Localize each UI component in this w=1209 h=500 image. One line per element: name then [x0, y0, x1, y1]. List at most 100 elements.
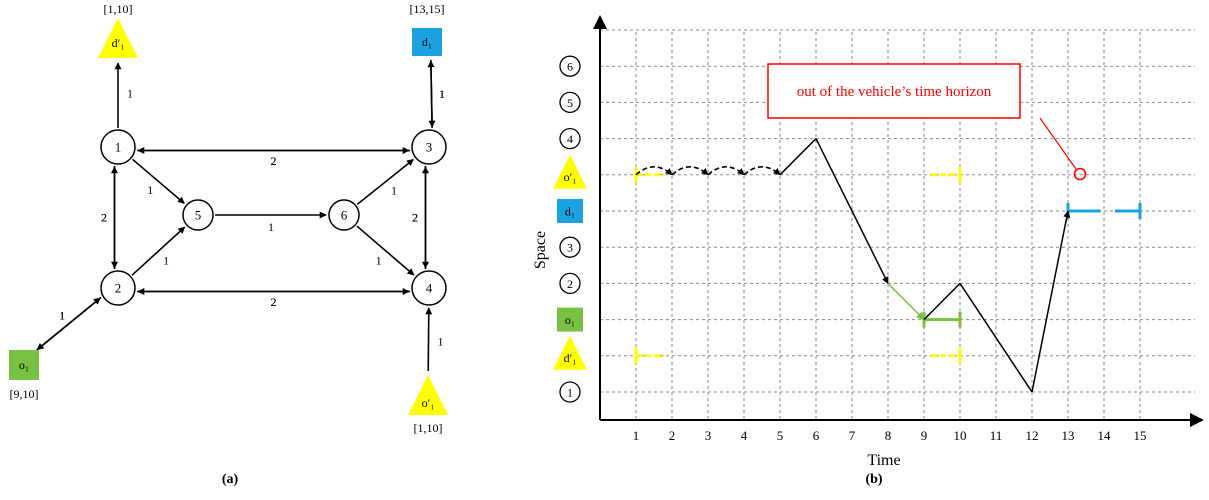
y-tick: o₁ — [557, 307, 583, 332]
o1-node: o₁ [9,10] — [9, 350, 39, 401]
edge-3-d1 — [427, 60, 435, 128]
x-tick: 10 — [954, 428, 967, 443]
out-of-horizon-marker — [1073, 167, 1087, 181]
edge-weight: 1 — [163, 253, 169, 267]
x-tick: 11 — [990, 428, 1003, 443]
caption-b: (b) — [865, 472, 882, 487]
path-segment — [923, 282, 961, 321]
edge-2-5 — [131, 226, 186, 276]
svg-text:o′₁: o′₁ — [422, 396, 435, 410]
y-tick: d₁ — [557, 199, 583, 223]
svg-text:3: 3 — [426, 140, 433, 155]
y-tick: 4 — [559, 127, 581, 150]
svg-text:o₁: o₁ — [565, 313, 575, 327]
edge-weight: 1 — [376, 254, 382, 268]
x-tick: 14 — [1098, 428, 1112, 443]
annotation-text: out of the vehicle’s time horizon — [797, 84, 992, 100]
wait-arc — [743, 166, 781, 176]
y-axis-label: Space — [532, 231, 549, 269]
node-6: 6 — [328, 199, 360, 231]
svg-text:d′₁: d′₁ — [564, 351, 577, 365]
o1-window: [9,10] — [10, 387, 39, 401]
path-segment — [959, 282, 1033, 393]
edge-weight: 1 — [59, 309, 65, 323]
edge-weight: 1 — [147, 183, 153, 197]
x-tick: 5 — [777, 428, 784, 443]
svg-text:6: 6 — [567, 60, 573, 74]
vehicle-path — [635, 138, 1071, 393]
edge-weight: 1 — [268, 220, 274, 234]
edge-weight: 2 — [412, 211, 418, 225]
x-tick: 8 — [885, 428, 892, 443]
node-1: 1 — [100, 129, 136, 165]
svg-text:d₁: d₁ — [422, 35, 432, 49]
x-tick: 3 — [705, 428, 712, 443]
y-tick: 6 — [559, 55, 581, 77]
dprime-window: [1,10] — [104, 2, 133, 16]
path-segment — [887, 282, 925, 321]
edge-weight: 2 — [271, 295, 277, 309]
y-tick: 1 — [559, 381, 581, 403]
svg-text:6: 6 — [341, 208, 348, 223]
edge-weight: 1 — [439, 87, 445, 101]
edge-weight: 1 — [439, 87, 445, 101]
edge-2-o1 — [36, 296, 102, 351]
wait-arc — [707, 166, 745, 176]
svg-text:d₁: d₁ — [565, 205, 575, 219]
y-tick: d′₁ — [553, 335, 587, 370]
network-nodes: 1 2 3 4 5 6 — [100, 129, 447, 306]
svg-text:2: 2 — [115, 281, 122, 296]
edge-o'1-4 — [425, 307, 433, 372]
x-tick: 1 — [633, 428, 640, 443]
svg-text:o₁: o₁ — [19, 358, 29, 372]
y-tick: 2 — [559, 272, 581, 295]
y-tick-labels: 1 d′₁ o₁ 2 3 d₁ o′₁ 4 5 6 — [553, 55, 587, 403]
edge-weight: 2 — [271, 154, 277, 168]
node-5: 5 — [182, 199, 214, 231]
svg-text:o′₁: o′₁ — [564, 170, 577, 184]
x-tick: 15 — [1134, 428, 1147, 443]
edge-weight: 2 — [101, 211, 107, 225]
path-segment — [1031, 210, 1071, 393]
x-tick: 4 — [741, 428, 748, 443]
y-tick: o′₁ — [553, 154, 587, 189]
x-tick: 6 — [813, 428, 820, 443]
y-tick: 5 — [559, 91, 581, 114]
x-tick: 7 — [849, 428, 856, 443]
node-2: 2 — [100, 270, 136, 306]
d1-window: [13,15] — [410, 2, 445, 16]
edge-weight: 2 — [271, 295, 277, 309]
svg-text:3: 3 — [567, 241, 573, 255]
node-4: 4 — [411, 270, 447, 306]
svg-text:d′₁: d′₁ — [112, 36, 125, 50]
path-segment — [815, 138, 889, 285]
horizon-annotation: out of the vehicle’s time horizon — [767, 63, 1087, 181]
wait-arc — [671, 166, 709, 176]
svg-text:5: 5 — [567, 96, 573, 110]
svg-text:4: 4 — [426, 281, 433, 296]
edge-weight: 1 — [437, 335, 443, 349]
oprime-window: [1,10] — [414, 421, 443, 435]
x-tick: 12 — [1026, 428, 1039, 443]
oprime-node: o′₁ [1,10] — [408, 375, 448, 435]
edge-weight: 2 — [101, 211, 107, 225]
edge-1-5 — [131, 158, 185, 204]
edge-6-3 — [356, 158, 414, 206]
path-segment — [779, 138, 817, 176]
x-tick: 13 — [1062, 428, 1075, 443]
caption-a: (a) — [222, 472, 239, 487]
x-axis-label: Time — [867, 452, 900, 469]
x-tick: 9 — [921, 428, 928, 443]
edge-weight: 1 — [59, 309, 65, 323]
edge-6-4 — [356, 225, 415, 276]
x-tick: 2 — [669, 428, 676, 443]
wait-arc — [635, 166, 673, 176]
svg-text:5: 5 — [195, 208, 202, 223]
edge-weight: 1 — [127, 87, 133, 101]
svg-text:2: 2 — [567, 277, 573, 291]
